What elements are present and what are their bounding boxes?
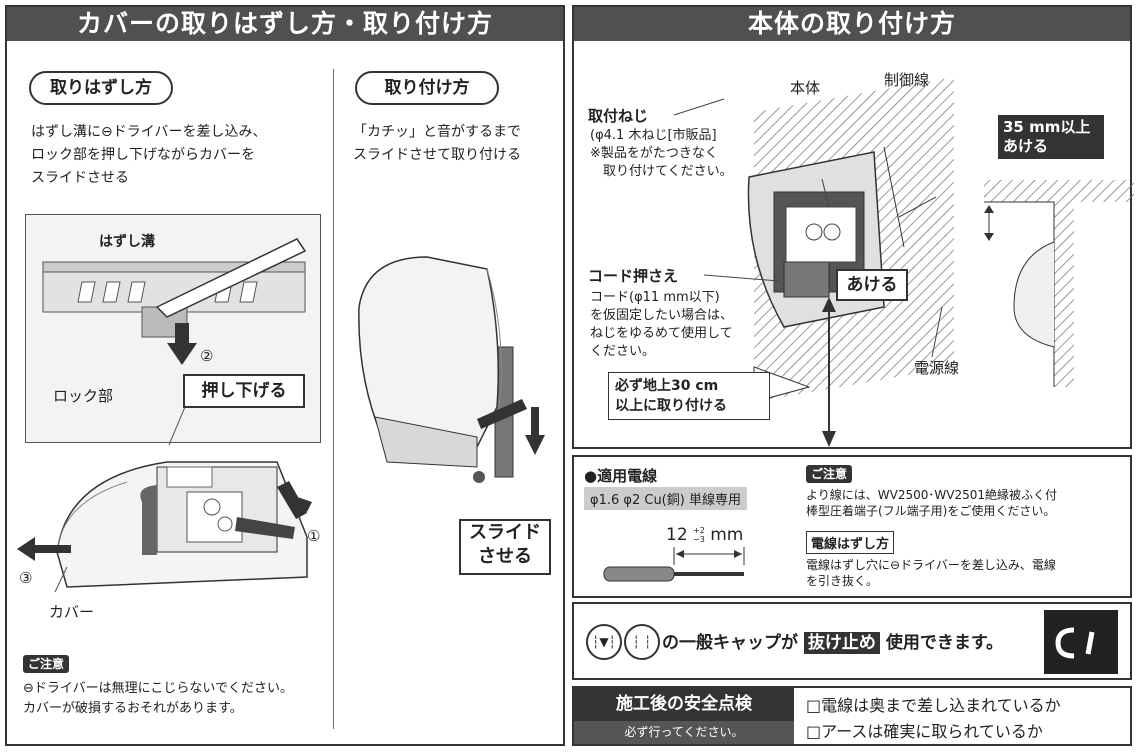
cover-label: カバー — [49, 603, 95, 621]
slide-label: スライド させる — [459, 519, 551, 575]
step3-num: ③ — [19, 569, 33, 587]
strip-value: 12 — [666, 525, 688, 545]
remove-pill: 取りはずし方 — [29, 71, 173, 105]
screw-detail: (φ4.1 木ねじ[市販品] ※製品をがたつきなく 取り付けてください。 — [590, 128, 733, 179]
cord-title: コード押さえ — [588, 267, 679, 285]
groove-label: はずし溝 — [99, 234, 155, 250]
wire-caution-text: より線には、WV2500･WV2501絶縁被ふく付 棒型圧着端子(フル端子用)を… — [806, 488, 1057, 518]
step2-num: ② — [200, 347, 214, 365]
cap-badge: 抜け止め — [803, 632, 880, 654]
attach-instructions: 「カチッ」と音がするまで スライドさせて取り付ける — [353, 124, 521, 163]
power-wire-label: 電源線 — [914, 359, 960, 377]
wire-spec: φ1.6 φ2 Cu(銅) 単線専用 — [584, 487, 747, 510]
cover-panel: カバーの取りはずし方・取り付け方 取りはずし方 はずし溝に⊖ドライバーを差し込み… — [5, 5, 565, 746]
cover-panel-title: カバーの取りはずし方・取り付け方 — [7, 7, 563, 41]
cap-text-post: 使用できます。 — [885, 633, 1004, 653]
screw-title: 取付ねじ — [588, 107, 649, 125]
step1-num: ① — [307, 527, 321, 545]
body-label: 本体 — [790, 79, 821, 97]
attach-pill: 取り付け方 — [355, 71, 499, 105]
strip-tolerance: +2 −3 — [693, 526, 705, 544]
cap-text: の一般キャップが 抜け止め 使用できます。 — [662, 628, 1004, 654]
wire-title: ●適用電線 — [584, 467, 658, 485]
remove-instructions: はずし溝に⊖ドライバーを差し込み、 ロック部を押し下げながらカバーを スライドさ… — [31, 124, 267, 186]
push-down-label: 押し下げる — [183, 374, 305, 408]
outlet-icon-grounded: ┆▼┆ — [586, 624, 622, 660]
wire-panel: ●適用電線 φ1.6 φ2 Cu(銅) 単線専用 12 +2 −3 mm ご注意… — [572, 455, 1132, 598]
wire-caution-tag: ご注意 — [806, 465, 853, 483]
remove-drawing — [17, 238, 312, 593]
safety-check-2: □アースは確実に取られているか — [806, 722, 1043, 741]
attach-drawing — [358, 256, 545, 483]
caution-text: ⊖ドライバーは無理にこじらないでください。 カバーが破損するおそれがあります。 — [23, 681, 293, 716]
strip-tol-minus: −3 — [693, 535, 705, 544]
gap-label: 35 mm以上 あける — [998, 115, 1104, 159]
strip-unit: mm — [710, 525, 744, 545]
outlet-icon-standard: ┆ ┆ — [624, 624, 660, 660]
wire-remove-title: 電線はずし方 — [806, 531, 895, 554]
control-wire-label: 制御線 — [884, 71, 930, 89]
column-divider — [333, 69, 334, 729]
safety-panel: 施工後の安全点検 必ず行ってください。 □電線は奥まで差し込まれているか □アー… — [572, 686, 1132, 746]
cap-icon-glyph — [1055, 627, 1095, 659]
cap-panel: ┆▼┆ ┆ ┆ の一般キャップが 抜け止め 使用できます。 — [572, 602, 1132, 680]
safety-title: 施工後の安全点検 — [574, 688, 794, 721]
open-label: あける — [836, 269, 908, 301]
lock-label: ロック部 — [53, 387, 114, 405]
wire-drawing — [603, 547, 745, 582]
caution-tag: ご注意 — [23, 655, 70, 673]
cap-text-pre: の一般キャップが — [662, 633, 798, 653]
body-panel: 本体の取り付け方 取付ねじ (φ4.1 木ねじ[市販品] ※製品 — [572, 5, 1134, 449]
cord-detail: コード(φ11 mm以下) を仮固定したい場合は、 ねじをゆるめて使用して くだ… — [590, 290, 734, 359]
body-panel-title: 本体の取り付け方 — [574, 7, 1130, 41]
safety-sub: 必ず行ってください。 — [574, 721, 794, 744]
strip-tol-plus: +2 — [693, 526, 705, 535]
strip-length: 12 +2 −3 mm — [666, 525, 743, 545]
safety-check-1: □電線は奥まで差し込まれているか — [806, 696, 1061, 715]
wire-remove-text: 電線はずし穴に⊖ドライバーを差し込み、電線 を引き抜く。 — [806, 558, 1056, 588]
height-label: 必ず地上30 cm 以上に取り付ける — [608, 372, 770, 420]
